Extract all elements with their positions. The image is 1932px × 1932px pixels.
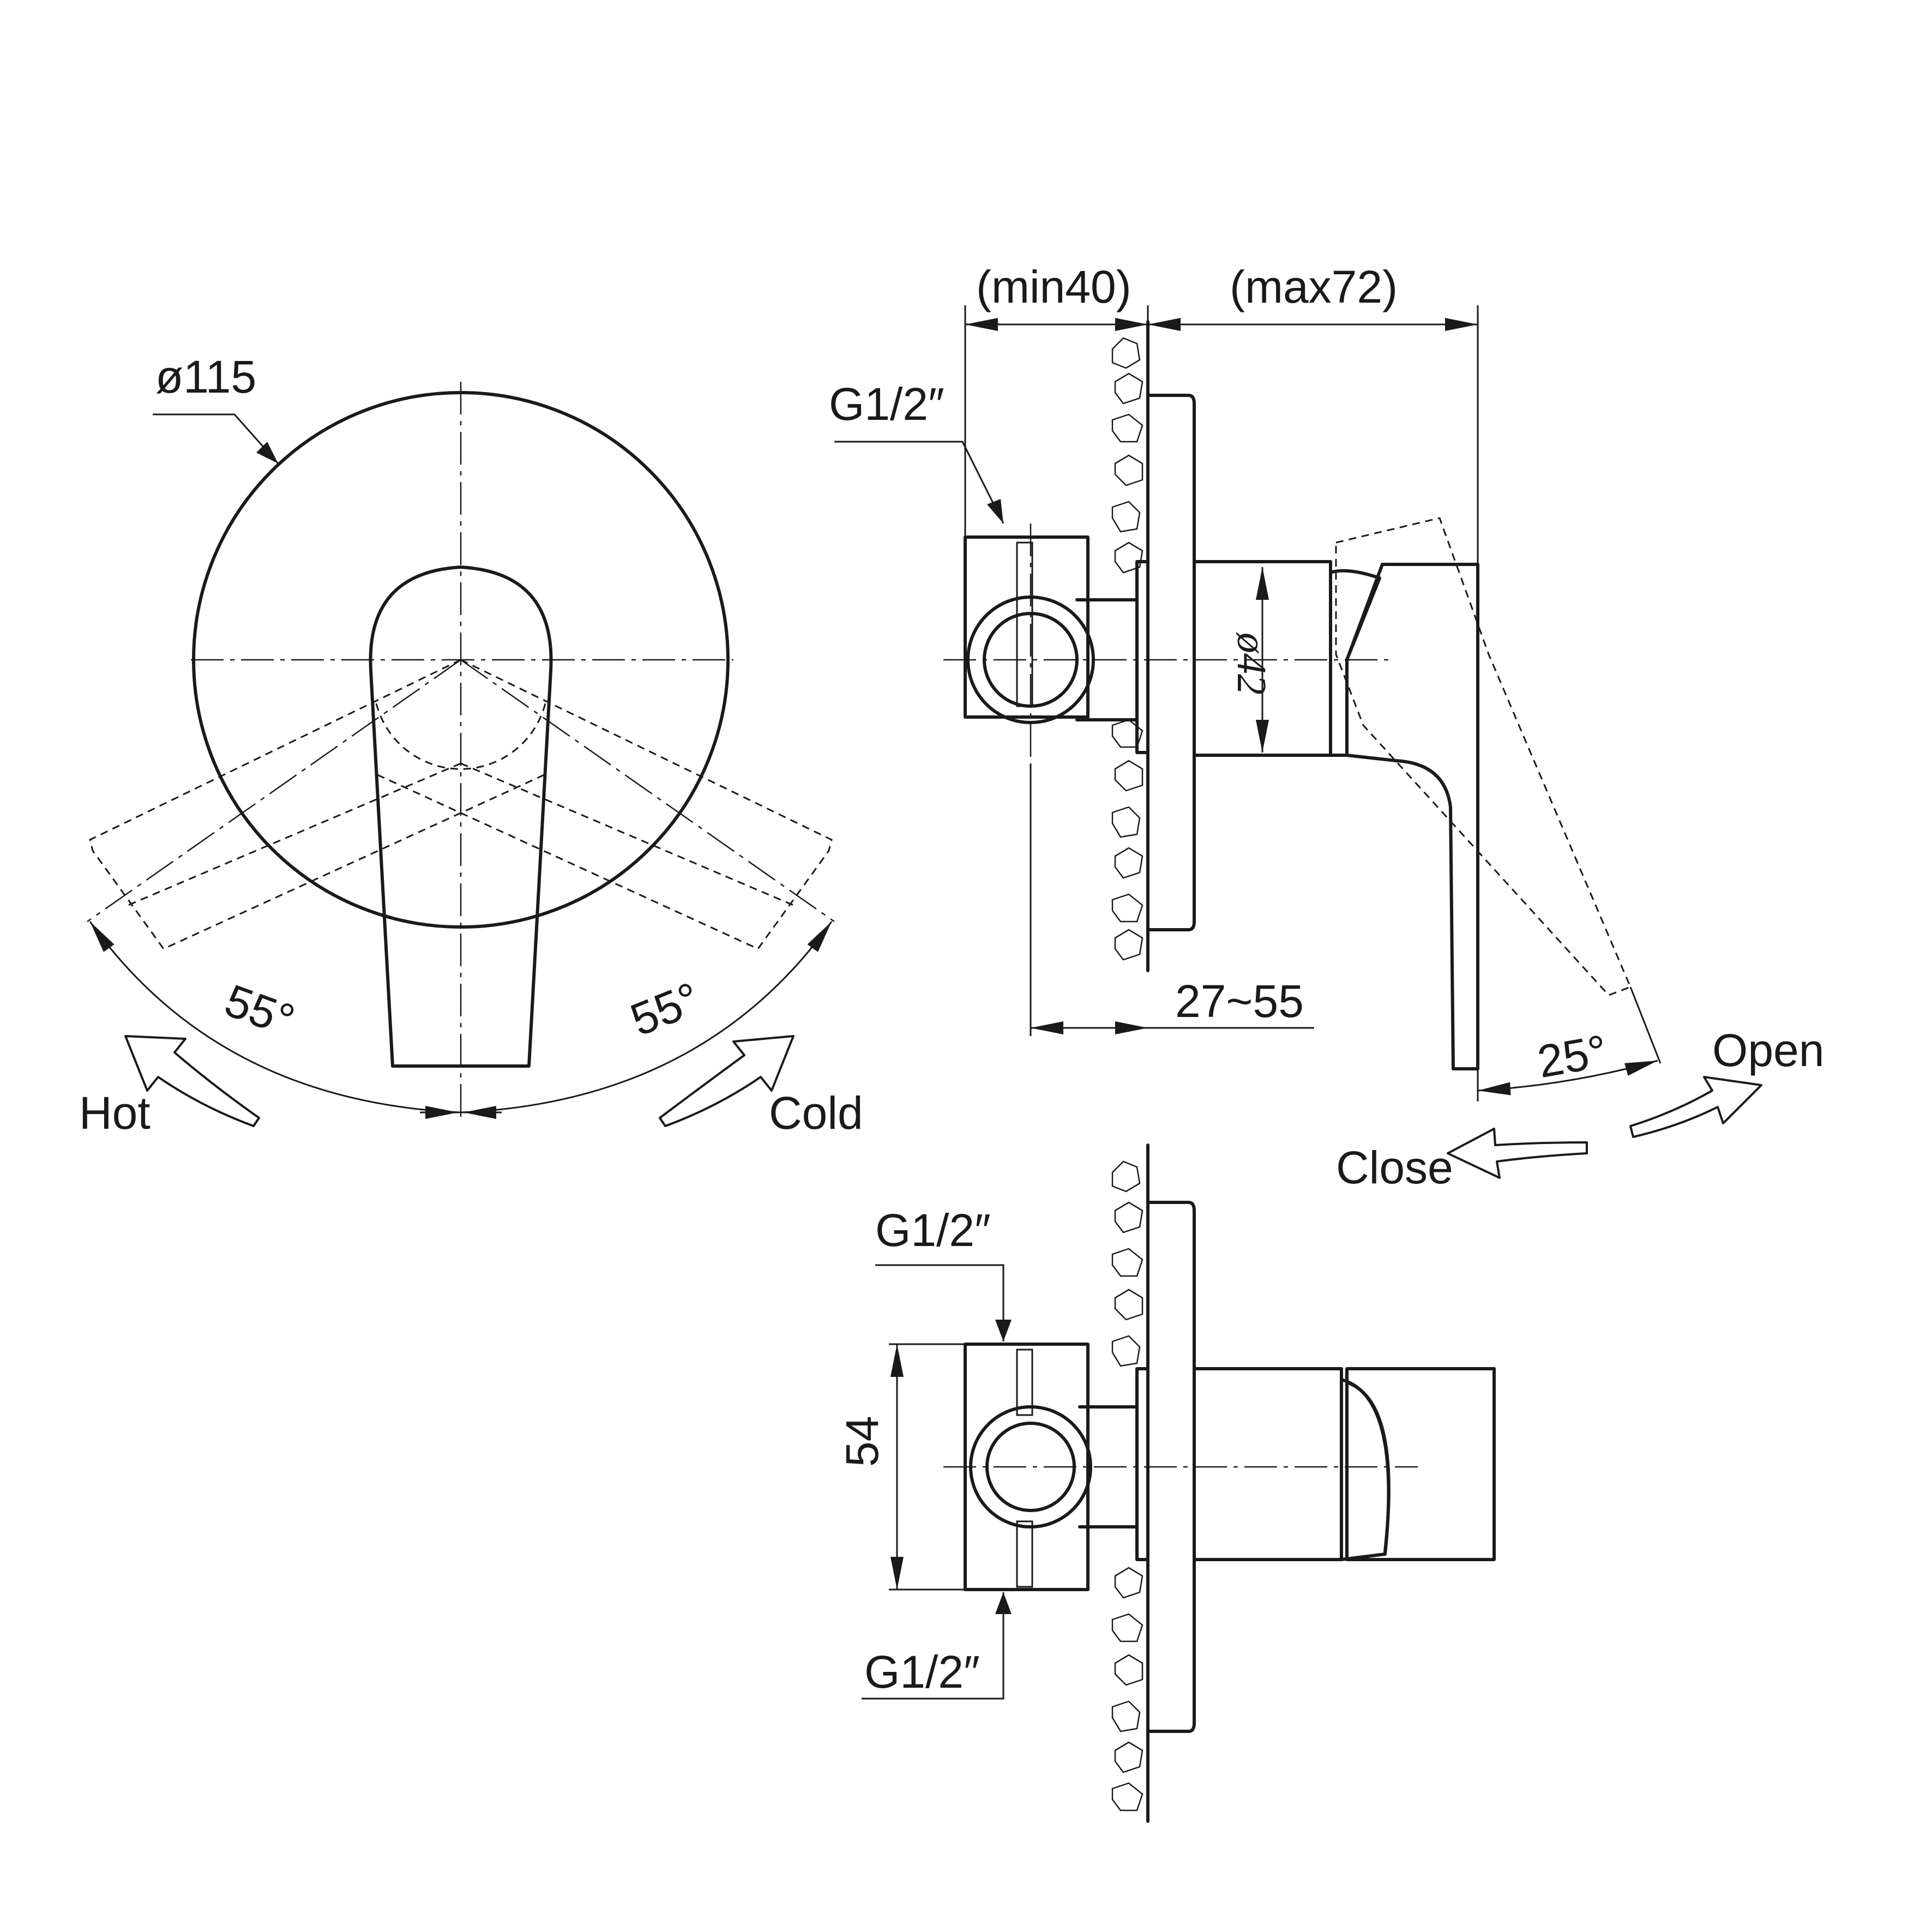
upper-thread-label: G1/2″	[875, 1205, 991, 1256]
diameter-label: ø115	[155, 351, 256, 402]
left-angle-label: 55°	[219, 974, 302, 1046]
valve-body	[1193, 560, 1332, 757]
front-view: ø115 55° 55° Hot Cold	[79, 351, 863, 1139]
top-lever-curve	[1345, 1381, 1391, 1553]
top-valve-body	[1193, 1367, 1343, 1561]
close-direction-arrow	[1447, 1128, 1588, 1179]
diameter-leader	[153, 413, 279, 464]
lever-cold-position-inner	[460, 762, 794, 906]
inlet-block	[964, 535, 1090, 719]
lever-hot-position-outline	[89, 659, 546, 950]
tilt-dim-ext-angled	[1629, 986, 1662, 1064]
open-label: Open	[1712, 1025, 1825, 1076]
upper-thread-leader	[875, 1264, 1004, 1341]
lever-cap	[1329, 569, 1381, 757]
cold-label: Cold	[769, 1087, 863, 1139]
tilt-dim-arc	[1477, 1060, 1658, 1096]
right-angle-arc	[460, 921, 833, 1114]
thread-leader-arrow	[987, 499, 1003, 523]
top-wall-hatch	[1111, 1160, 1143, 1811]
lower-thread-arrow	[995, 1592, 1012, 1614]
cover-plate-side	[1146, 394, 1196, 931]
close-label: Close	[1336, 1142, 1453, 1193]
side-view: (min40) (max72) G1/2″ ø42 27~55 25° Open…	[829, 261, 1825, 1193]
lever-hot-axis	[87, 659, 461, 923]
lower-thread-label: G1/2″	[864, 1646, 980, 1698]
height-label: 54	[836, 1416, 888, 1467]
lower-thread-leader	[862, 1592, 1004, 1700]
lever-tilted-outline	[1335, 517, 1632, 996]
wall-hatch	[1111, 337, 1143, 961]
range-label: 27~55	[1175, 976, 1304, 1027]
lever-hot-position-inner	[128, 762, 461, 906]
right-angle-label: 55°	[623, 972, 707, 1046]
top-view: 54 G1/2″ G1/2″	[836, 1143, 1496, 1823]
min-label: (min40)	[976, 261, 1131, 312]
diameter-leader-arrow	[256, 442, 278, 464]
body-diameter-label: ø42	[1229, 632, 1274, 695]
top-lever-block	[1345, 1367, 1496, 1561]
top-inlet-pin-lower	[1016, 1520, 1033, 1588]
cold-direction-arrow	[659, 1035, 795, 1127]
thread-label: G1/2″	[829, 378, 944, 430]
max-label: (max72)	[1230, 261, 1398, 312]
hot-label: Hot	[79, 1087, 151, 1139]
lever-cold-position-outline	[376, 659, 833, 950]
upper-thread-arrow	[995, 1320, 1012, 1341]
lever-cold-axis	[460, 659, 835, 923]
lever-side	[1345, 563, 1479, 1070]
open-direction-arrow	[1629, 1076, 1762, 1138]
top-inlet-pin-upper	[1016, 1349, 1033, 1416]
lever-handle	[369, 565, 553, 1068]
tilt-angle-label: 25°	[1534, 1025, 1611, 1088]
hot-direction-arrow	[124, 1035, 260, 1127]
left-angle-arc	[89, 921, 461, 1114]
thread-leader	[834, 441, 1004, 524]
